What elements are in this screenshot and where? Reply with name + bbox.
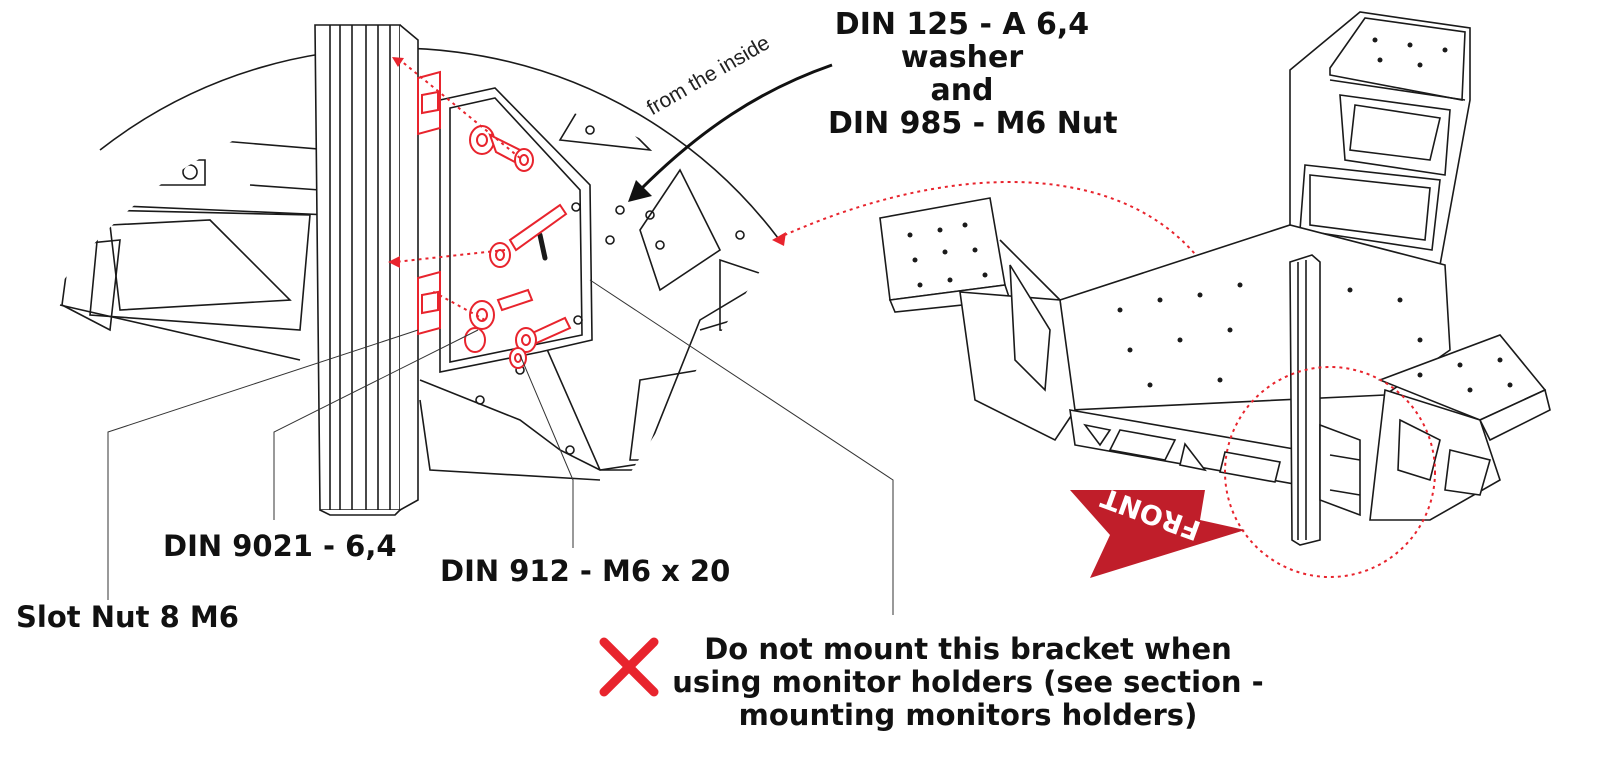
warning-line-1: Do not mount this bracket when [704, 632, 1232, 666]
rig-overview [879, 11, 1551, 546]
detail-highlight-circle [1224, 366, 1436, 578]
washer-nut-line-4: DIN 985 - M6 Nut [828, 106, 1118, 141]
washer-nut-line-2: washer [900, 40, 1024, 75]
overview-post [1289, 254, 1321, 546]
washer-nut-label: DIN 125 - A 6,4 washer and DIN 985 - M6 … [828, 7, 1118, 141]
din9021-label: DIN 9021 - 6,4 [163, 529, 397, 563]
slot-nut-label: Slot Nut 8 M6 [16, 600, 239, 634]
aluminium-profile [314, 24, 419, 516]
zoom-circle-arc [99, 47, 779, 239]
warning-text: Do not mount this bracket when using mon… [668, 633, 1268, 732]
washer-nut-line-3: and [930, 73, 994, 108]
bolt-2 [508, 203, 568, 252]
insertion-guides [394, 59, 521, 321]
leader-lines [107, 279, 894, 615]
front-arrow [1070, 490, 1245, 578]
highlighted-hardware [417, 70, 572, 369]
warning-line-2: using monitor holders (see section - [672, 665, 1264, 699]
bolt-3 [496, 288, 534, 312]
din912-label: DIN 912 - M6 x 20 [440, 554, 731, 588]
red-x-icon [599, 637, 659, 697]
inside-arrow [638, 63, 833, 192]
washer-nut-line-1: DIN 125 - A 6,4 [834, 7, 1090, 42]
warning-line-3: mounting monitors holders) [738, 698, 1198, 732]
